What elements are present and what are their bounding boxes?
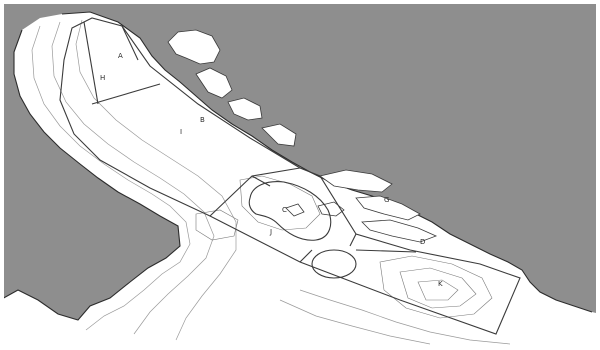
isobath — [379, 255, 493, 319]
zone-label-j: J — [269, 228, 272, 236]
isobath — [279, 299, 431, 345]
island-group — [167, 29, 438, 243]
zone-label-h: H — [100, 74, 105, 82]
zone-label-d: D — [420, 238, 425, 246]
zone-boundaries — [59, 17, 521, 335]
island — [355, 195, 421, 221]
zone-line — [251, 175, 271, 187]
isobath — [195, 209, 239, 241]
zone-line — [355, 249, 417, 253]
isobath — [399, 267, 477, 309]
sea-area — [0, 12, 600, 350]
island — [319, 169, 393, 193]
zone-label-c: C — [282, 206, 287, 214]
zone-label-k: K — [438, 280, 443, 288]
zone-line — [299, 249, 313, 263]
zone-line — [91, 83, 161, 105]
zone-ellipse — [311, 249, 357, 279]
island — [167, 29, 221, 65]
isobath — [51, 21, 215, 335]
west-coastline — [0, 29, 181, 321]
zone-line — [83, 21, 99, 105]
island — [285, 203, 305, 217]
island — [361, 219, 438, 243]
zone-line — [121, 25, 139, 61]
isobath — [417, 279, 459, 301]
isobath — [299, 289, 511, 345]
island — [261, 123, 297, 147]
isobath — [31, 25, 191, 331]
isobath — [75, 19, 237, 341]
island — [195, 67, 233, 99]
zone-label-a: A — [118, 52, 123, 60]
isobaths — [31, 19, 511, 345]
zone-labels: A B C D G H I J K — [100, 52, 443, 288]
zone-label-i: I — [180, 128, 182, 136]
isobath — [239, 175, 321, 231]
zone-line — [349, 233, 357, 247]
zone-outline — [59, 17, 521, 335]
zone-label-g: G — [384, 196, 389, 204]
zone-inner-loop — [248, 181, 332, 241]
zone-label-b: B — [200, 116, 205, 124]
island — [227, 97, 263, 121]
